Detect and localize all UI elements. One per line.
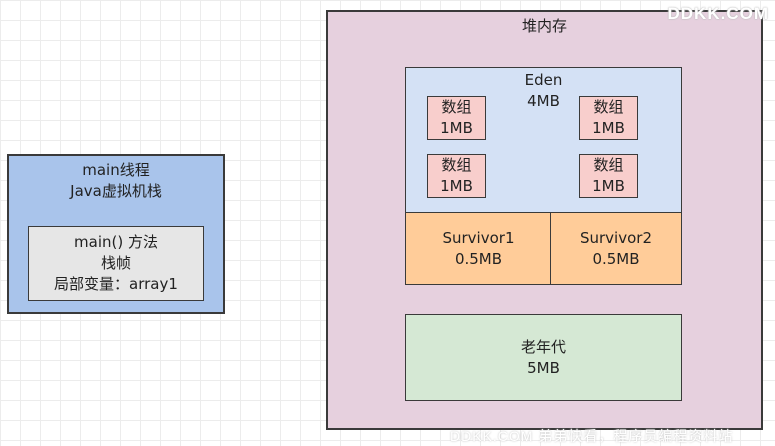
array-label: 数组 [441, 156, 472, 174]
survivor1-region: Survivor1 0.5MB [405, 212, 552, 285]
array-block: 数组 1MB [427, 154, 486, 198]
survivor2-name: Survivor2 [579, 228, 652, 247]
stack-title-jvm-stack: Java虚拟机栈 [70, 182, 162, 200]
array-block: 数组 1MB [579, 154, 638, 198]
heap-title: 堆内存 [521, 17, 567, 35]
array-block: 数组 1MB [579, 96, 638, 140]
stack-title-thread: main线程 [82, 161, 150, 179]
watermark-text: DDKK.COM [667, 4, 769, 23]
footer-watermark: DDKK.COM 弟弟快看，程序员编程资料站 [450, 428, 734, 444]
old-generation-region: 老年代 5MB [405, 314, 682, 401]
eden-name: Eden [524, 71, 563, 89]
frame-title: 栈帧 [100, 254, 131, 272]
array-block: 数组 1MB [427, 96, 486, 140]
survivor1-size: 0.5MB [454, 249, 503, 268]
frame-method-label: main() 方法 [74, 233, 158, 251]
frame-local-variable: 局部变量：array1 [54, 275, 178, 293]
array-size: 1MB [440, 119, 473, 137]
eden-size: 4MB [527, 92, 560, 110]
survivor2-region: Survivor2 0.5MB [550, 212, 682, 285]
array-size: 1MB [592, 119, 625, 137]
array-size: 1MB [592, 177, 625, 195]
survivor1-name: Survivor1 [442, 228, 515, 247]
array-label: 数组 [593, 156, 624, 174]
old-gen-size: 5MB [527, 358, 560, 377]
array-size: 1MB [440, 177, 473, 195]
array-label: 数组 [441, 98, 472, 116]
stack-frame-box: main() 方法 栈帧 局部变量：array1 [28, 226, 204, 301]
old-gen-name: 老年代 [520, 337, 566, 356]
array-label: 数组 [593, 98, 624, 116]
survivor2-size: 0.5MB [592, 249, 640, 268]
